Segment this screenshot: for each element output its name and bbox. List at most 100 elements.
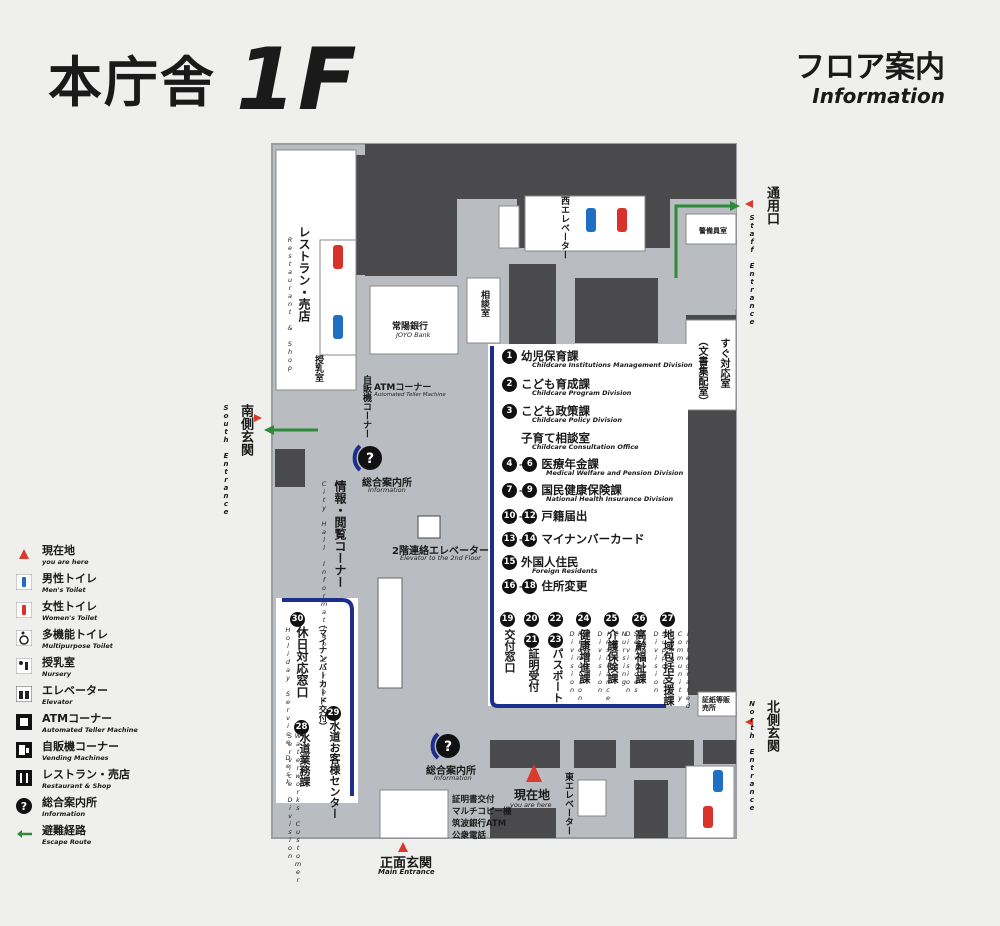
dept-4-6-en: Medical Welfare and Pension Division (546, 469, 684, 477)
west-elevator-label: 西エレベーター (559, 196, 569, 259)
dark-block-bottom-e (490, 808, 556, 838)
you-are-here-icon (16, 546, 32, 562)
legend-label-en: Multipurpose Toilet (42, 642, 113, 650)
water28-label-en: Waterworks Customer Service Division (286, 732, 302, 884)
dept-2-en: Childcare Program Division (532, 389, 632, 397)
dept-3-name: こども政策課 (521, 404, 590, 418)
counter-22-23: 22 23 パスポート (548, 606, 565, 703)
dispatch-room (685, 319, 737, 411)
guide-title-jp: フロア案内 (795, 50, 945, 85)
range-dash: - (519, 534, 523, 544)
dark-block-top-right (691, 144, 736, 199)
counter-27: 27 地域包括支援課 Integrated Community Care Sup… (652, 606, 692, 710)
dark-block-south (275, 449, 305, 487)
counter-21-num: 21 (524, 632, 539, 648)
holiday-desk-label-en: Holiday Service Desk (284, 626, 292, 786)
consult-room-label: 相談室 (479, 290, 489, 317)
counter-22-num: 22 (548, 611, 563, 627)
stair-west (498, 205, 520, 249)
womens-toilet-icon-north (703, 806, 713, 828)
restaurant-label-en: Restaurant & Shop (286, 236, 294, 372)
info-label: 総合案内所 (362, 478, 412, 489)
counter-20-num: 20 (524, 611, 539, 627)
dept-16-num: 16 (502, 578, 517, 594)
restaurant-icon (16, 770, 32, 786)
holiday-desk: 30 (290, 606, 307, 627)
mens-toilet-icon-west (333, 315, 343, 339)
cert-sales-room (697, 691, 737, 717)
elevator-2f-label: 2階連絡エレベーター (392, 546, 489, 557)
east-elevator-room (577, 779, 607, 817)
info2-label-en: Information (434, 774, 472, 782)
dept-10-12-name: 戸籍届出 (541, 509, 588, 523)
womens-toilet-icon-west (333, 245, 343, 269)
dept-15-num: 15 (502, 554, 517, 570)
counter-19-label: 交付窓口 (503, 628, 516, 673)
joyo-bank-label: 常陽銀行 (392, 322, 429, 332)
dept-12-num: 12 (522, 508, 538, 524)
dept-4-6-name: 医療年金課 (541, 457, 599, 471)
dept-3-en: Childcare Policy Division (532, 416, 622, 424)
south-entrance-label: 南側玄関 (238, 404, 253, 456)
dept-7-9-name: 国民健康保険課 (541, 483, 622, 497)
nursery-icon (16, 658, 32, 674)
counter-24: 24 健康増進課 Health Promotion Division (568, 606, 593, 702)
legend-label-en: Vending Machines (42, 754, 109, 762)
info2-label: 総合案内所 (426, 766, 476, 777)
building-name: 本庁舎 (48, 51, 216, 114)
legend-label-en: Women's Toilet (42, 614, 98, 622)
legend-label: 男性トイレ (42, 572, 97, 585)
info-label-en: Information (368, 486, 406, 494)
water-division: 28 (294, 714, 311, 735)
counter-26: 26 高齢福祉課 Senior Services Division (624, 606, 649, 694)
counter-22-23-label: パスポート (551, 647, 564, 703)
multipurpose-toilet-icon (16, 630, 32, 646)
counter-25-label: 介護保険課 (606, 628, 619, 684)
legend-label-en: you are here (42, 558, 89, 566)
you-are-here-icon (526, 764, 542, 782)
staff-entrance-label: 通用口 (764, 186, 779, 225)
dark-block-a (509, 264, 556, 346)
main-entrance-label: 正面玄関 (380, 856, 433, 871)
main-entrance-marker (398, 842, 408, 852)
services-booth (379, 789, 449, 839)
atm-label: ATMコーナー (374, 383, 432, 393)
legend-label: 多機能トイレ (42, 628, 108, 641)
dark-block-bottom-a (490, 740, 560, 768)
dept-15-name: 外国人住民 (521, 555, 579, 569)
counter-26-en: Senior Services Division (624, 630, 648, 694)
dept-14-num: 14 (522, 531, 538, 547)
dept-10-num: 10 (502, 508, 517, 524)
atm-icon (16, 714, 32, 730)
counter-23-num: 23 (548, 632, 563, 648)
services-list: 証明書交付 マルチコピー機 筑波銀行ATM 公衆電話 (452, 794, 512, 842)
dept-2: 2 こども育成課 Childcare Program Division (502, 376, 631, 397)
staff-entrance-marker (745, 200, 753, 208)
dept-3-num: 3 (502, 403, 517, 419)
dark-strip (356, 155, 366, 275)
dept-1-name: 幼児保育課 (521, 349, 579, 363)
dark-block-b (575, 278, 658, 343)
dept-13-14-name: マイナンバーカード (541, 532, 645, 546)
dept-6-num: 6 (522, 456, 538, 472)
range-dash: - (519, 581, 523, 591)
nursery-label: 授乳室 (313, 355, 323, 382)
legend-label: 自販機コーナー (42, 740, 119, 753)
mens-toilet-icon-north (713, 770, 723, 792)
north-entrance-label: 北側玄関 (764, 700, 779, 752)
service-atm: 筑波銀行ATM (452, 819, 507, 829)
mens-toilet-icon (586, 208, 596, 232)
holiday-num: 30 (290, 611, 305, 627)
consult-room (466, 277, 501, 344)
north-entrance-label-en: North Entrance (748, 700, 756, 812)
restaurant-label: レストラン・売店 (297, 226, 311, 322)
floor-number: 1F (236, 30, 359, 130)
dark-block-bottom-c (630, 740, 694, 768)
water29-label: 水道お客様センター (328, 720, 341, 819)
joyo-bank-room (369, 285, 459, 355)
water29-num: 29 (326, 705, 341, 721)
